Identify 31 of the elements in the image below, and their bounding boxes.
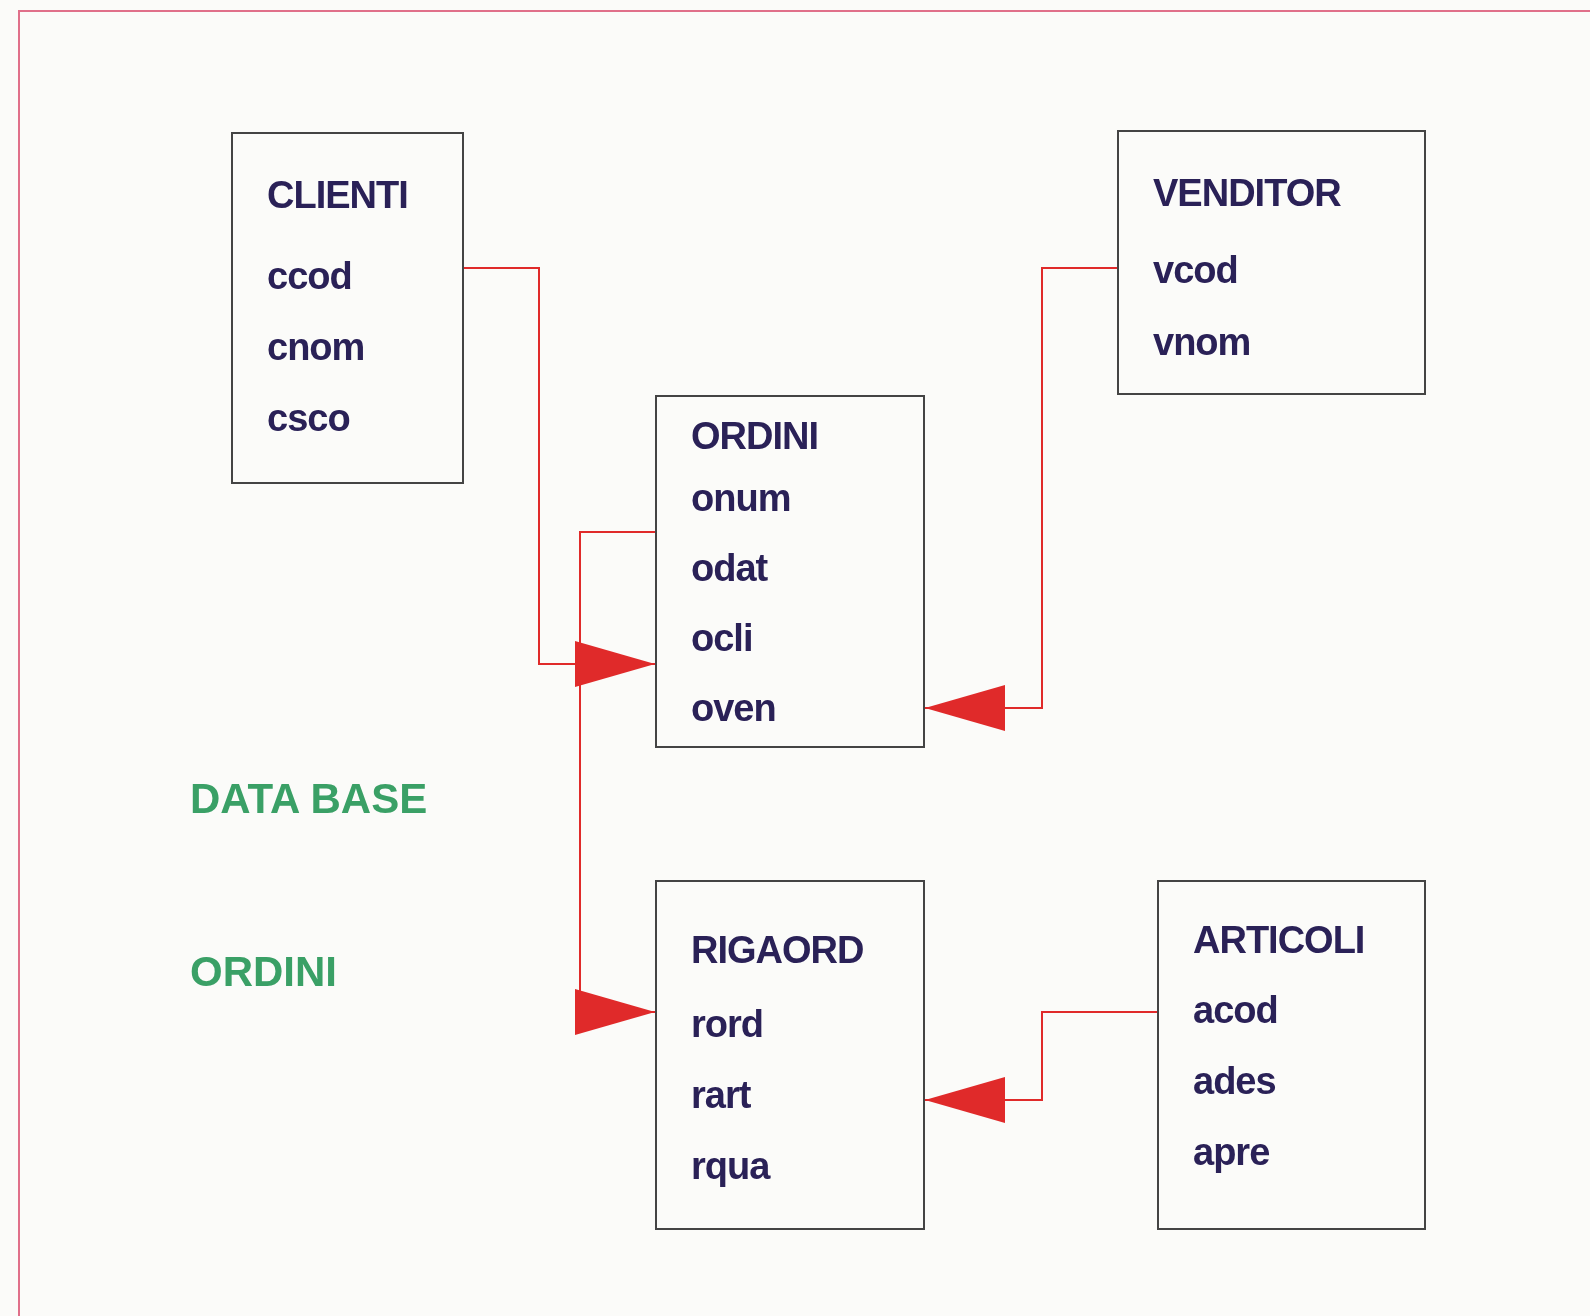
- field-name: rqua: [691, 1144, 770, 1188]
- field-name: acod: [1193, 988, 1278, 1032]
- field-name: odat: [691, 546, 768, 590]
- table-box: [1117, 130, 1426, 395]
- table-box: [655, 395, 925, 748]
- arrow: [924, 1011, 1158, 1123]
- field-name: vcod: [1153, 248, 1238, 292]
- table-name: VENDITOR: [1153, 171, 1341, 215]
- field-name: csco: [267, 396, 350, 440]
- table-box: [231, 132, 464, 484]
- field-name: ocli: [691, 616, 753, 660]
- field-name: rord: [691, 1002, 763, 1046]
- field-name: oven: [691, 686, 776, 730]
- arrow: [924, 267, 1118, 731]
- table-box: [1157, 880, 1426, 1230]
- diagram-label: DATA BASE: [190, 775, 428, 823]
- field-name: cnom: [267, 325, 365, 369]
- field-name: ccod: [267, 254, 352, 298]
- table-name: RIGAORD: [691, 928, 864, 972]
- diagram-label: ORDINI: [190, 948, 337, 996]
- table-name: ORDINI: [691, 414, 818, 458]
- field-name: rart: [691, 1073, 751, 1117]
- table-name: CLIENTI: [267, 173, 408, 217]
- arrow: [575, 531, 656, 1035]
- field-name: apre: [1193, 1130, 1270, 1174]
- field-name: ades: [1193, 1059, 1276, 1103]
- field-name: vnom: [1153, 320, 1251, 364]
- table-box: [655, 880, 925, 1230]
- table-name: ARTICOLI: [1193, 918, 1365, 962]
- arrow: [463, 267, 656, 687]
- field-name: onum: [691, 476, 791, 520]
